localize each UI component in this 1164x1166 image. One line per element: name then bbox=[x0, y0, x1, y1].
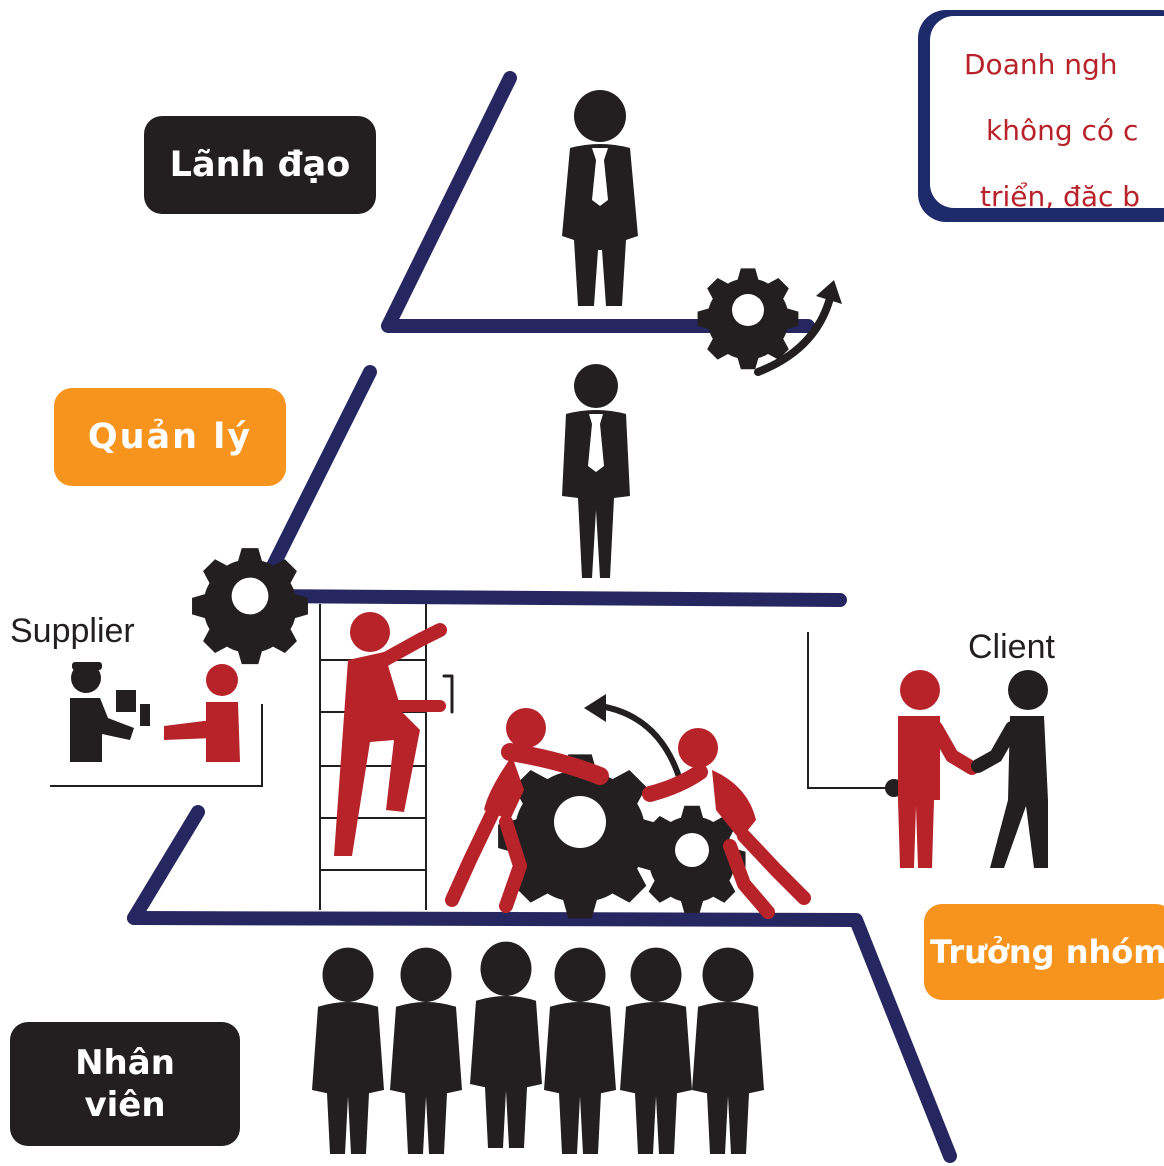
staff-person bbox=[544, 947, 616, 1154]
manager-figure bbox=[562, 364, 630, 578]
note-callout-body: Doanh ngh không có c triển, đặc b bbox=[930, 16, 1164, 208]
staff-person bbox=[390, 947, 462, 1154]
middle-tier-line bbox=[251, 365, 847, 607]
gear-icon bbox=[192, 548, 308, 665]
delivery-person-icon bbox=[70, 662, 150, 762]
note-line-3: triển, đặc b bbox=[980, 180, 1141, 208]
lower-tier-line bbox=[127, 911, 957, 1163]
note-callout: Doanh ngh không có c triển, đặc b bbox=[918, 10, 1164, 222]
level-label-team-lead-text: Trưởng nhóm bbox=[930, 933, 1164, 971]
client-scene bbox=[807, 632, 1048, 868]
supplier-scene bbox=[50, 662, 263, 787]
level-label-manager-text: Quản lý bbox=[87, 417, 253, 457]
leader-figure bbox=[562, 90, 638, 306]
level-label-staff-line2: viên bbox=[84, 1085, 166, 1125]
staff-handshake-figure bbox=[898, 670, 979, 868]
staff-person bbox=[470, 941, 542, 1148]
level-label-manager: Quản lý bbox=[54, 388, 286, 486]
teamwork-gears-icon bbox=[445, 694, 811, 919]
level-label-leader-text: Lãnh đạo bbox=[169, 145, 351, 185]
staff-person bbox=[692, 947, 764, 1154]
level-label-staff: Nhân viên bbox=[10, 1022, 240, 1146]
note-line-2: không có c bbox=[986, 114, 1139, 147]
receiver-person-icon bbox=[164, 664, 240, 762]
level-label-staff-line1: Nhân bbox=[75, 1043, 175, 1083]
staff-person bbox=[312, 947, 384, 1154]
level-label-leader: Lãnh đạo bbox=[144, 116, 376, 214]
staff-person bbox=[620, 947, 692, 1154]
level-label-team-lead: Trưởng nhóm bbox=[924, 904, 1164, 1000]
supplier-label: Supplier bbox=[10, 612, 135, 650]
staff-group bbox=[312, 941, 764, 1154]
top-tier-line bbox=[381, 71, 815, 333]
lower-tier-left-edge bbox=[127, 805, 205, 925]
note-line-1: Doanh ngh bbox=[964, 48, 1118, 81]
growth-gear-icon bbox=[697, 268, 842, 376]
client-label: Client bbox=[968, 628, 1055, 666]
client-figure bbox=[971, 670, 1048, 868]
climbing-worker-figure bbox=[334, 612, 454, 856]
pyramid-outline bbox=[127, 71, 957, 1163]
